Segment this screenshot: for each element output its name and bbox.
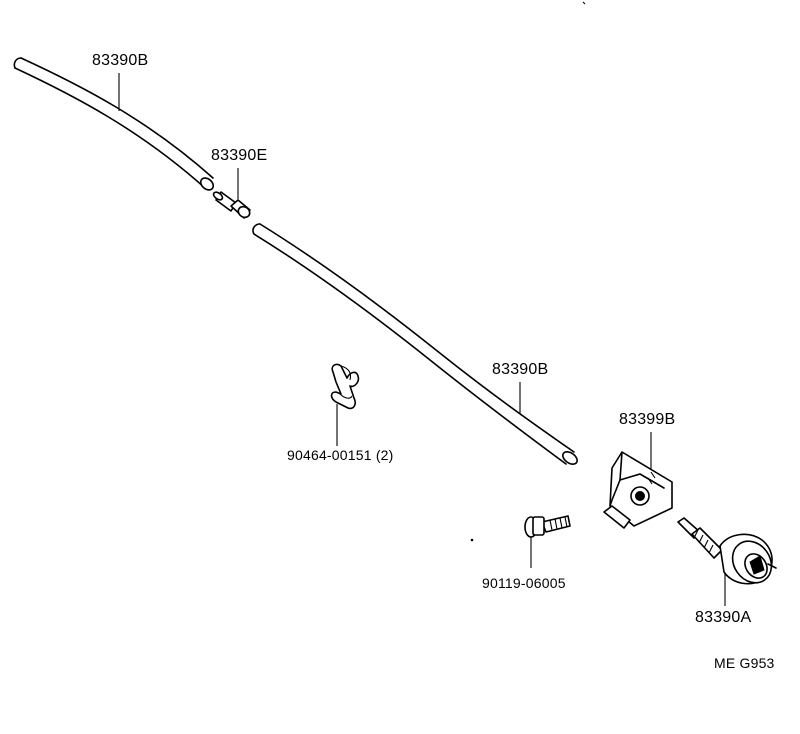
label-clamp: 90464-00151 (2) <box>287 447 394 463</box>
label-lower-hose: 83390B <box>492 361 549 378</box>
stray-mark <box>582 1 586 5</box>
clamp <box>330 363 360 410</box>
label-joint: 83390E <box>211 147 268 164</box>
bolt <box>524 515 571 538</box>
label-sensor: 83390A <box>695 609 752 626</box>
hose-joint <box>212 191 251 219</box>
diagram-code: ME G953 <box>714 655 775 671</box>
label-bracket: 83399B <box>619 411 676 428</box>
upper-hose <box>13 57 215 191</box>
lower-hose <box>252 223 578 465</box>
label-bolt: 90119-06005 <box>482 575 566 591</box>
stray-dot <box>470 538 474 542</box>
bracket <box>603 451 673 529</box>
sensor <box>677 517 777 585</box>
leader-lines <box>118 73 726 606</box>
label-upper-hose: 83390B <box>92 52 149 69</box>
